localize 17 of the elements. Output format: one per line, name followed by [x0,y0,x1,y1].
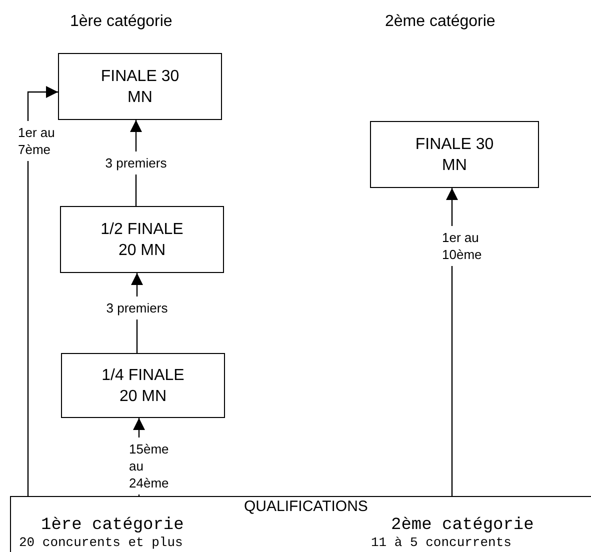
panel-title: QUALIFICATIONS [244,498,368,517]
panel-text: 20 concurents et plus [19,535,183,552]
stage-box [61,353,225,418]
column-heading: 1ère catégorie [70,12,172,32]
qualifications-panel [10,496,591,552]
panel-text: 11 à 5 concurrents [371,535,512,552]
panel-text: 1ère catégorie [41,515,184,536]
stage-text: 1/4 FINALE 20 MN [100,366,186,406]
column-heading: 2ème catégorie [385,12,496,32]
stage-box [58,53,222,120]
stage-box [370,121,539,188]
stage-box [60,206,224,273]
panel-text: 2ème catégorie [391,515,534,536]
arrow [27,86,58,496]
stage-text: FINALE 30 MN [100,66,180,108]
stage-text: FINALE 30 MN [414,134,495,176]
stage-text: 1/2 FINALE 20 MN [100,220,184,260]
